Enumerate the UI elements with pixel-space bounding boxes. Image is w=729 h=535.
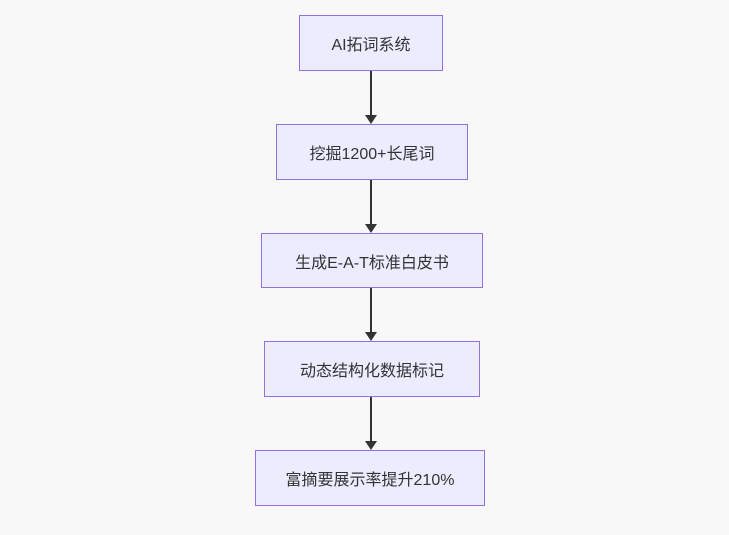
flowchart-arrow-3	[364, 288, 378, 341]
flowchart-node-ai-expansion-system: AI拓词系统	[299, 15, 443, 71]
arrowhead-down-icon	[365, 441, 377, 450]
arrowhead-down-icon	[365, 115, 377, 124]
arrow-line	[370, 397, 372, 443]
flowchart-node-eat-whitepaper: 生成E-A-T标准白皮书	[261, 233, 483, 288]
arrowhead-down-icon	[365, 224, 377, 233]
flowchart-arrow-4	[364, 397, 378, 450]
flowchart-arrow-2	[364, 180, 378, 233]
arrow-line	[370, 71, 372, 117]
arrow-line	[370, 288, 372, 334]
arrow-line	[370, 180, 372, 226]
flowchart-node-longtail-keywords: 挖掘1200+长尾词	[276, 124, 468, 180]
flowchart-node-structured-data-markup: 动态结构化数据标记	[264, 341, 480, 397]
arrowhead-down-icon	[365, 332, 377, 341]
flowchart-arrow-1	[364, 71, 378, 124]
flowchart-node-rich-snippet-rate: 富摘要展示率提升210%	[255, 450, 485, 506]
